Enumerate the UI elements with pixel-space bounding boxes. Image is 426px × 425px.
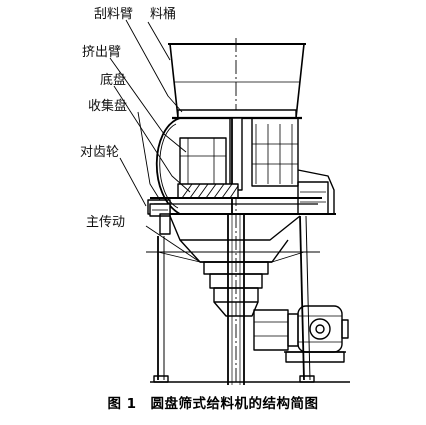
upper-frame — [172, 109, 302, 191]
label-scraper-arm: 刮料臂 — [94, 7, 134, 22]
main-drive-unit — [253, 305, 349, 353]
label-hopper: 料桶 — [150, 7, 177, 22]
label-collecting-plate: 收集盘 — [88, 99, 128, 114]
leader-lines — [109, 19, 201, 263]
hopper-shape — [168, 43, 306, 119]
lower-funnel — [169, 215, 301, 317]
main-shaft — [227, 214, 245, 385]
support-frame — [146, 215, 350, 383]
figure-number: 图 1 — [107, 396, 137, 412]
figure-caption: 图 1 圆盘筛式给料机的结构简图 — [0, 396, 426, 412]
figure-title: 圆盘筛式给料机的结构简图 — [150, 396, 319, 412]
label-bottom-plate: 底盘 — [100, 73, 127, 88]
right-housing — [297, 169, 335, 215]
label-main-drive: 主传动 — [86, 215, 126, 230]
label-extrusion-arm: 挤出臂 — [82, 45, 122, 60]
pair-gear — [149, 203, 171, 235]
label-pair-gear: 对齿轮 — [80, 145, 120, 160]
bottom-plate — [177, 183, 239, 199]
